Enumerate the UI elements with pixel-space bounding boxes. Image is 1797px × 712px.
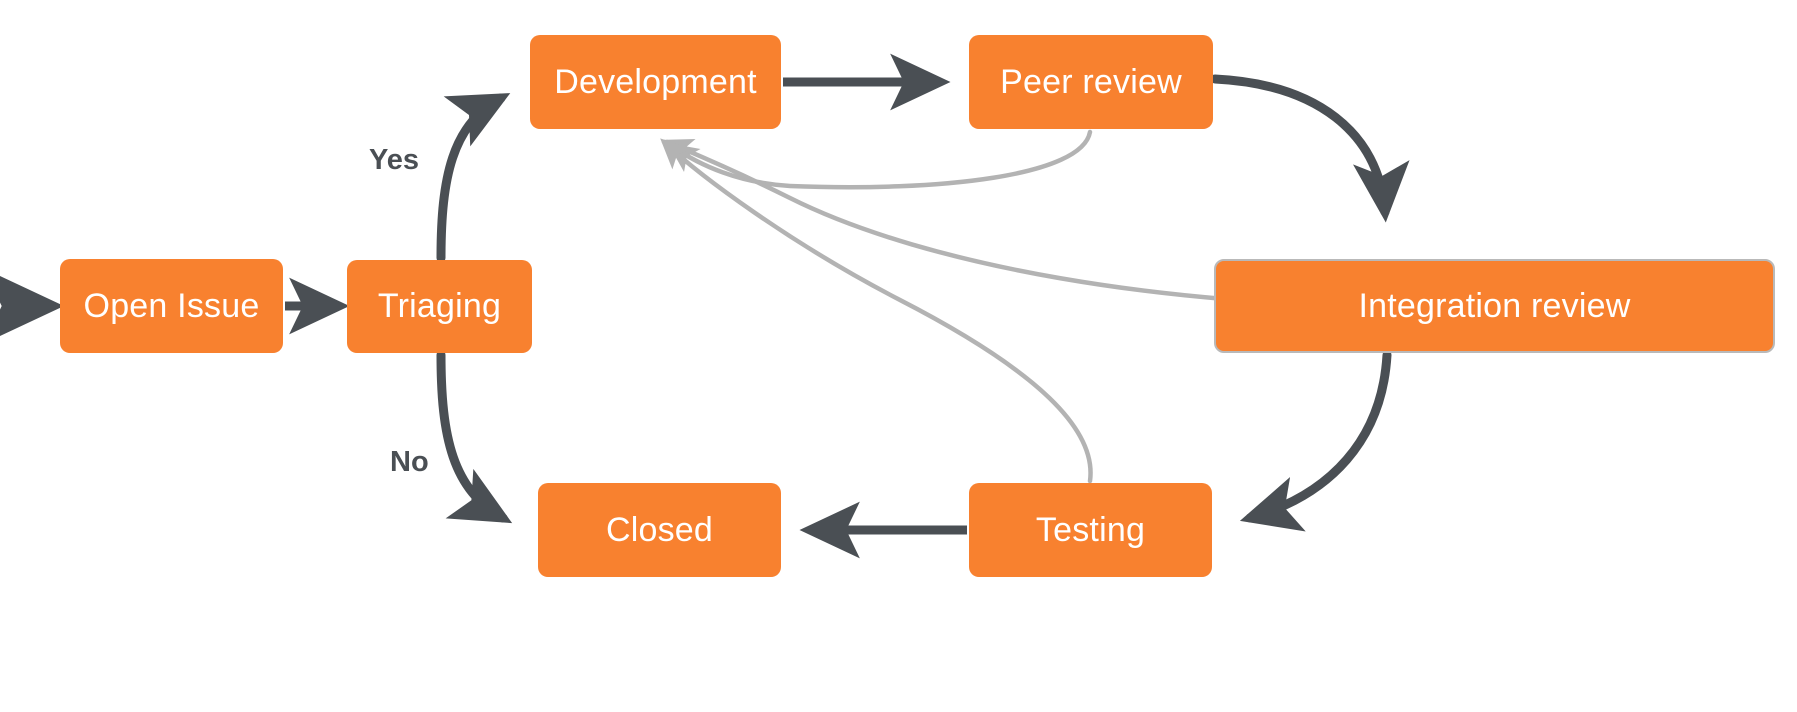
edge-peer-review-to-development-feedback (667, 129, 1093, 190)
node-development-label: Development (554, 62, 757, 101)
edge-testing-to-development-feedback (660, 138, 1093, 484)
edge-peer-review-to-integration-review (1210, 74, 1410, 223)
node-closed[interactable]: Closed (538, 483, 781, 577)
edge-triaging-to-development (436, 93, 511, 263)
node-testing-label: Testing (1035, 510, 1146, 549)
edge-triaging-to-closed (436, 350, 513, 524)
node-integration-review-label: Integration review (1358, 286, 1631, 325)
node-testing[interactable]: Testing (969, 483, 1212, 577)
edge-label-no: No (390, 446, 429, 478)
node-peer-review-label: Peer review (1000, 62, 1182, 101)
node-integration-review[interactable]: Integration review (1214, 259, 1775, 353)
node-open-issue-label: Open Issue (83, 286, 260, 325)
node-triaging[interactable]: Triaging (347, 260, 532, 353)
edge-integration-review-to-testing (1239, 350, 1392, 532)
edge-label-yes: Yes (369, 144, 419, 176)
node-open-issue[interactable]: Open Issue (60, 259, 283, 353)
node-triaging-label: Triaging (377, 287, 502, 325)
node-peer-review[interactable]: Peer review (969, 35, 1213, 129)
node-closed-label: Closed (605, 510, 714, 549)
node-development[interactable]: Development (530, 35, 781, 129)
